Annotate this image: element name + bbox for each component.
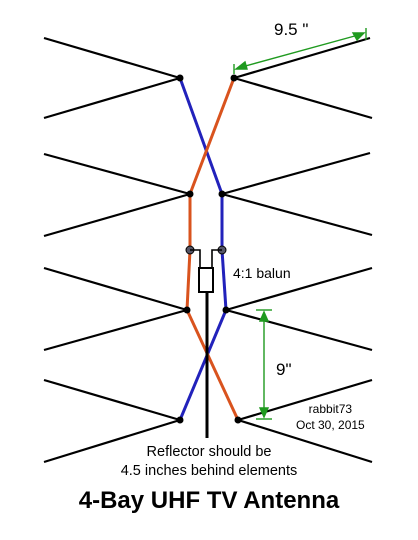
element-length-label: 9.5 " xyxy=(274,20,309,39)
balun-body xyxy=(198,267,214,293)
element-right-2-bottom xyxy=(221,192,373,237)
dimension-arrow-line-top xyxy=(237,33,363,69)
balun-assembly xyxy=(185,245,227,438)
feed-points xyxy=(176,74,242,424)
element-left-2-bottom xyxy=(43,192,191,238)
phasing-line-orange xyxy=(185,77,240,421)
balun-lead-left xyxy=(190,249,201,268)
bay-spacing-label: 9" xyxy=(276,360,292,379)
dimension-bay-spacing xyxy=(256,309,272,420)
reflector-note-line-1: Reflector should be xyxy=(146,444,272,460)
credit-block: rabbit73 Oct 30, 2015 xyxy=(296,401,365,433)
feed-dot xyxy=(218,190,226,198)
balun-label: 4:1 balun xyxy=(233,265,291,281)
feed-dot xyxy=(234,416,242,424)
whisker-elements xyxy=(43,36,373,464)
arrowhead xyxy=(258,310,270,322)
feed-dot xyxy=(176,416,184,424)
arrowhead xyxy=(233,60,248,70)
element-right-2-top xyxy=(221,151,371,196)
dimension-element-length xyxy=(233,28,367,74)
element-left-3-top xyxy=(43,266,188,312)
feed-dot xyxy=(186,190,194,198)
arrowhead xyxy=(258,407,270,419)
author-label: rabbit73 xyxy=(308,402,353,416)
balun-lead-right xyxy=(211,249,222,268)
element-right-4-bottom xyxy=(237,418,373,464)
element-right-1-bottom xyxy=(233,76,373,120)
element-right-1-top xyxy=(233,36,371,80)
reflector-note: Reflector should be 4.5 inches behind el… xyxy=(0,443,418,481)
reflector-note-line-2: 4.5 inches behind elements xyxy=(120,463,298,479)
arrowhead xyxy=(351,32,366,42)
element-right-4-top xyxy=(237,378,373,422)
diagram-title: 4-Bay UHF TV Antenna xyxy=(78,487,340,514)
element-left-4-bottom xyxy=(43,418,181,464)
feed-dot xyxy=(183,306,191,314)
element-left-3-bottom xyxy=(43,308,188,352)
feed-dot xyxy=(230,74,238,82)
feed-dot xyxy=(176,74,184,82)
feed-dot xyxy=(222,306,230,314)
element-left-1-bottom xyxy=(43,76,181,120)
date-label: Oct 30, 2015 xyxy=(296,418,365,432)
element-right-3-top xyxy=(225,266,373,312)
element-right-3-bottom xyxy=(225,308,373,352)
element-left-2-top xyxy=(43,152,191,196)
element-left-1-top xyxy=(43,36,181,80)
element-left-4-top xyxy=(43,378,181,422)
